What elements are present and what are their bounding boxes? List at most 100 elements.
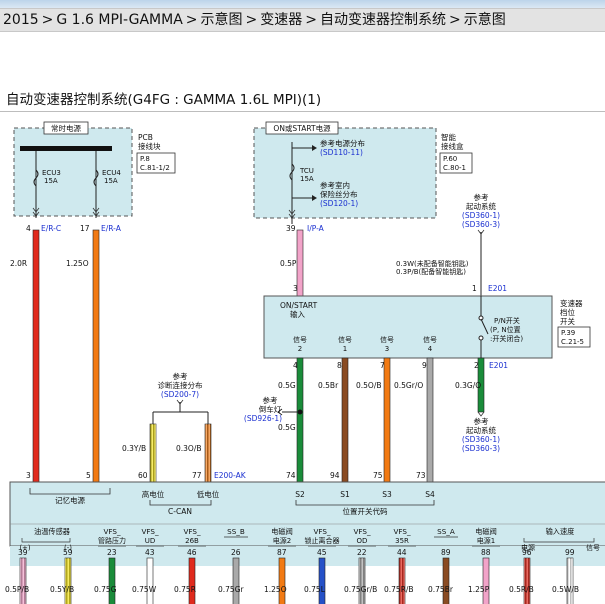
- smart-junction-box: ON或START电源 参考电源分布 (SD110-11) TCU 15A 参考室…: [253, 121, 473, 224]
- ref-backup-lamp: 参考 倒车灯 (SD926-1): [244, 395, 282, 423]
- sensor-label-8: VFS_: [393, 527, 410, 536]
- bottom-wire-size-46: 0.75R: [174, 585, 196, 594]
- signal-3-label: 信号: [380, 335, 394, 344]
- pin-1-label: 1: [472, 284, 477, 293]
- tcm-bottom-pin-88: 88: [481, 548, 491, 557]
- tcm-bottom-pin-39: 39: [18, 548, 28, 557]
- tcm-bottom-pin-43: 43: [145, 548, 155, 557]
- ref-diag-code[interactable]: (SD200-7): [161, 390, 199, 399]
- tcm-pin-74: 74: [286, 471, 296, 480]
- tcm-pin-3: 3: [26, 471, 31, 480]
- tcm-s4: S4: [425, 490, 435, 499]
- tcm-can-low: 低电位: [197, 489, 220, 499]
- tcm-s1: S1: [340, 490, 350, 499]
- tcm-pin-73: 73: [416, 471, 426, 480]
- smart-header: ON或START电源: [273, 123, 331, 133]
- bottom-wire-size-88: 1.25P: [468, 585, 490, 594]
- mid-size-05ob: 0.5O/B: [356, 381, 382, 390]
- tcm-bottom-pin-23: 23: [107, 548, 117, 557]
- ref-diag-name: 诊断连接分布: [158, 380, 203, 390]
- pcb-junction-block: 常时电源 ECU3 15A ECU4 15A PCB 接线块 P.8 C.81-…: [13, 121, 176, 218]
- tcm-bottom-pin-87: 87: [277, 548, 287, 557]
- sensor-label-9: SS_A: [437, 527, 455, 536]
- breadcrumb-item-current: 示意图: [463, 12, 506, 28]
- ref-start-top-code1[interactable]: (SD360-1): [462, 211, 500, 220]
- fuse-ecu3-rating: 15A: [44, 177, 58, 185]
- bottom-wire-size-44: 0.75R/B: [384, 585, 414, 594]
- sensor-label-10: 电磁阀: [475, 527, 497, 536]
- bottom-wire-size-43: 0.75W: [132, 585, 157, 594]
- bottom-wire-43: [146, 557, 154, 604]
- tcm-bottom-pin-45: 45: [317, 548, 327, 557]
- bottom-wire-89: [442, 557, 450, 604]
- key-note-2: 0.3P/B(配备智能钥匙): [396, 267, 466, 276]
- ref-backup-code[interactable]: (SD926-1): [244, 414, 282, 423]
- tcm-bottom-row: 390.5P/B590.5Y/B230.75G430.75W460.75R260…: [5, 548, 579, 604]
- ref-indoor-code[interactable]: (SD120-1): [320, 199, 358, 208]
- mid-size-05br: 0.5Br: [318, 381, 339, 390]
- ref-start-bottom-code2[interactable]: (SD360-3): [462, 444, 500, 453]
- pin-4-label: 4: [26, 224, 31, 233]
- signal-2-num: 2: [298, 345, 302, 353]
- wire-size-05p: 0.5P: [280, 259, 297, 268]
- conn-er-c: E/R-C: [41, 224, 61, 233]
- pin-3-label: 3: [293, 284, 298, 293]
- mid-size-05gro: 0.5Gr/O: [394, 381, 423, 390]
- ref-start-bottom-code1[interactable]: (SD360-1): [462, 435, 500, 444]
- top-wire-orange: 17 E/R-A 1.25O: [66, 224, 122, 483]
- tcm-pin-5: 5: [86, 471, 91, 480]
- signal-4-num: 4: [428, 345, 433, 353]
- smart-ref-page: P.60: [443, 155, 457, 163]
- ref-power-code[interactable]: (SD110-11): [320, 148, 363, 157]
- tcm-can-high: 高电位: [142, 489, 165, 499]
- inh-pin-7: 7: [380, 361, 385, 370]
- inhibitor-ref-page: P.39: [561, 329, 575, 337]
- inh-pin-2: 2: [474, 361, 479, 370]
- inhibitor-side-line1: 变速器: [560, 298, 583, 308]
- tcm-bottom-pin-59: 59: [63, 548, 73, 557]
- bottom-wire-size-59: 0.5Y/B: [50, 585, 74, 594]
- tcm-ccan-label: C-CAN: [168, 507, 192, 516]
- e201-top: E201: [488, 284, 507, 293]
- breadcrumb-item-transmission[interactable]: 变速器: [260, 12, 303, 28]
- tcm-bottom-pin-96: 96: [522, 548, 532, 557]
- bottom-wire-size-96: 0.5R/B: [509, 585, 534, 594]
- breadcrumb-item-system[interactable]: 自动变速器控制系统: [319, 12, 446, 28]
- tcm-bottom-pin-89: 89: [441, 548, 451, 557]
- sensor-sub-7: OD: [357, 537, 368, 545]
- e200ak-label: E200-AK: [214, 471, 247, 480]
- on-start-label: ON/START: [280, 301, 318, 310]
- bottom-wire-size-89: 0.75Br: [428, 585, 454, 594]
- sensor-label-3: VFS_: [183, 527, 200, 536]
- wiring-diagram: 常时电源 ECU3 15A ECU4 15A PCB 接线块 P.8 C.81-…: [5, 121, 605, 604]
- sensor-label-7: VFS_: [353, 527, 370, 536]
- breadcrumb-item-year[interactable]: 2015: [3, 12, 39, 28]
- bottom-wire-size-45: 0.75L: [304, 585, 326, 594]
- diagram-title: 自动变速器控制系统(G4FG : GAMMA 1.6L MPI)(1): [0, 90, 605, 112]
- bottom-wire-26: [232, 557, 240, 604]
- ref-start-bottom-name: 起动系统: [466, 425, 496, 435]
- mid-size-05g: 0.5G: [278, 381, 296, 390]
- ref-indoor-line2: 保险丝分布: [320, 189, 358, 199]
- bottom-wire-size-23: 0.75G: [94, 585, 117, 594]
- breadcrumb-item-schematic[interactable]: 示意图: [200, 12, 243, 28]
- signal-4-label: 信号: [423, 335, 437, 344]
- sensor-sub-10: 电源1: [477, 536, 495, 545]
- smart-ref-conn: C.80-1: [443, 164, 466, 172]
- breadcrumb-item-model[interactable]: G 1.6 MPI-GAMMA: [56, 12, 183, 28]
- sensor-label-2: VFS_: [141, 527, 158, 536]
- mid-wires: 0.5G 0.5Br 0.5O/B 0.5Gr/O 0.3G/O 0.5G: [277, 357, 485, 483]
- tcm-bottom-pin-46: 46: [187, 548, 197, 557]
- tcm-pin-60: 60: [138, 471, 148, 480]
- inhibitor-side-line3: 开关: [560, 316, 575, 326]
- can-size-ob: 0.3O/B: [176, 444, 202, 453]
- ref-backup-name: 倒车灯: [259, 404, 282, 414]
- pcb-ref-conn: C.81-1/2: [140, 164, 170, 172]
- pcb-header: 常时电源: [51, 123, 81, 133]
- pn-switch-line3: :开关闭合): [490, 334, 523, 343]
- ref-start-top-code2[interactable]: (SD360-3): [462, 220, 500, 229]
- can-size-yb: 0.3Y/B: [122, 444, 146, 453]
- bottom-wire-87: [278, 557, 286, 604]
- sensor-label-6: VFS_: [313, 527, 330, 536]
- tcm-s2: S2: [295, 490, 305, 499]
